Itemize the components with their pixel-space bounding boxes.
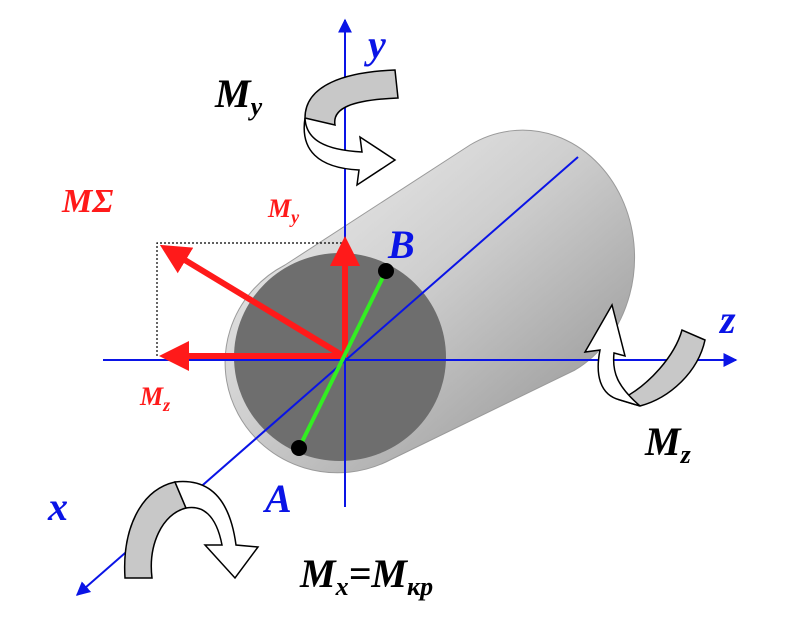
mx-letter: M — [299, 551, 337, 596]
x-axis-label: x — [47, 484, 68, 529]
my-small-label: My — [267, 194, 300, 227]
mz-small-sub: z — [162, 395, 170, 415]
m-sigma-label: MΣ — [61, 183, 113, 220]
my-small-letter: M — [267, 194, 292, 223]
mx-sub: x — [335, 572, 349, 601]
mkr-sub: кр — [407, 572, 433, 601]
segment-ab — [297, 270, 388, 449]
mz-small-letter: M — [139, 382, 164, 411]
mx-rotation-arrow — [123, 480, 260, 580]
projection-lines — [156, 242, 345, 356]
my-main-sub: y — [248, 92, 263, 121]
point-a-label: A — [262, 476, 292, 521]
mz-main-sub: z — [680, 440, 692, 469]
mx-equals-mkr-label: Mx=Mкр — [299, 551, 433, 601]
point-b-label: B — [387, 222, 415, 267]
my-main-letter: M — [214, 71, 252, 116]
my-rotation-arrow — [303, 69, 399, 187]
mz-rotation-arrow — [583, 303, 706, 407]
mz-main-label: Mz — [644, 419, 692, 469]
mz-main-letter: M — [644, 419, 682, 464]
mkr-letter: =M — [349, 551, 409, 596]
z-axis-label: z — [718, 297, 736, 342]
point-a-dot — [291, 440, 307, 456]
mz-small-label: Mz — [139, 382, 170, 415]
point-b-dot — [378, 263, 394, 279]
m-sigma-vector — [159, 244, 347, 360]
y-axis-label: y — [364, 22, 386, 67]
my-main-label: My — [214, 71, 263, 121]
my-small-sub: y — [289, 207, 300, 227]
